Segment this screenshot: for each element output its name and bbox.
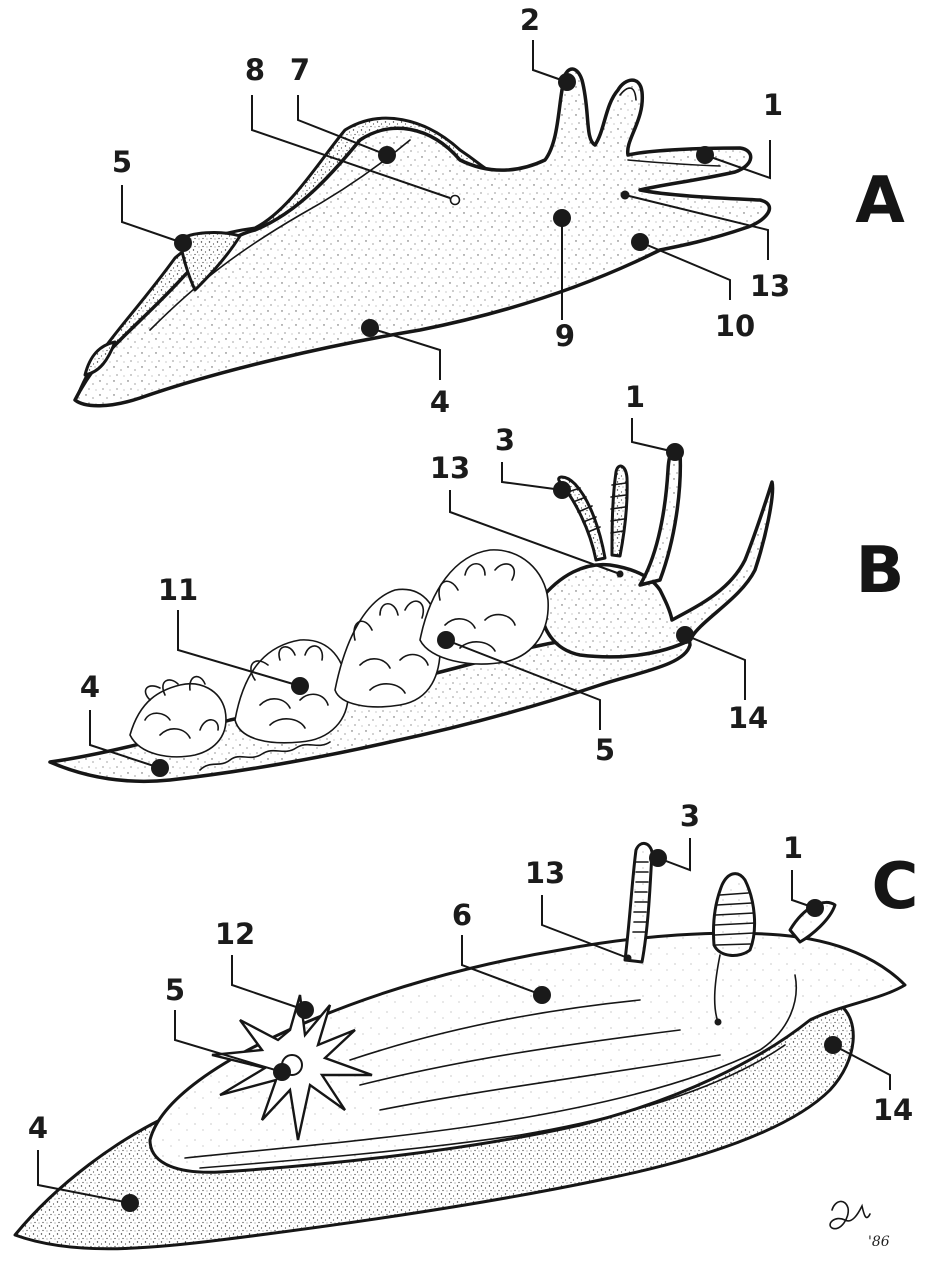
panel-letter-a: A — [855, 164, 905, 238]
artist-signature: '86 — [830, 1201, 890, 1250]
panel-b-animal — [50, 447, 773, 781]
label-b-3: 3 — [495, 423, 515, 457]
label-a-9: 9 — [555, 319, 575, 353]
label-c-6: 6 — [452, 898, 472, 932]
label-a-10: 10 — [715, 309, 755, 343]
label-a-5: 5 — [112, 145, 132, 179]
signature-year: '86 — [868, 1234, 890, 1250]
label-b-1: 1 — [625, 380, 645, 414]
label-a-8: 8 — [245, 53, 265, 87]
label-c-1: 1 — [783, 831, 803, 865]
label-a-13: 13 — [750, 269, 790, 303]
label-c-3: 3 — [680, 799, 700, 833]
label-b-11: 11 — [158, 573, 198, 607]
label-b-13: 13 — [430, 451, 470, 485]
label-b-5: 5 — [595, 733, 615, 767]
label-c-14: 14 — [873, 1093, 913, 1127]
label-c-13: 13 — [525, 856, 565, 890]
panel-letter-b: B — [856, 534, 905, 608]
label-b-14: 14 — [728, 701, 768, 735]
label-a-1: 1 — [763, 88, 783, 122]
label-a-4: 4 — [430, 385, 450, 419]
label-a-2: 2 — [520, 3, 540, 37]
label-c-4: 4 — [28, 1111, 48, 1145]
panel-letter-c: C — [872, 850, 919, 924]
label-a-7: 7 — [290, 53, 310, 87]
label-b-4: 4 — [80, 670, 100, 704]
label-c-5: 5 — [165, 973, 185, 1007]
label-c-12: 12 — [215, 917, 255, 951]
